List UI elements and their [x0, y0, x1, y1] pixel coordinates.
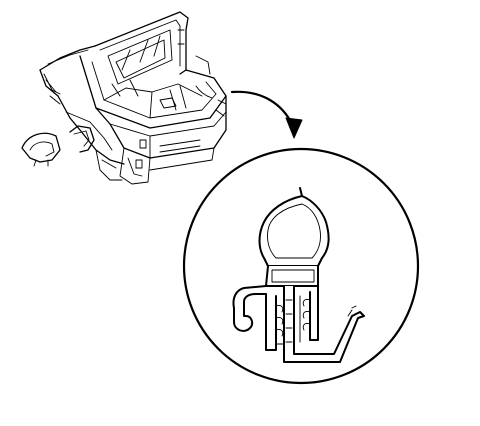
- roof-line: [39, 45, 96, 71]
- fuel-door: [69, 125, 95, 153]
- quarter-panel: [57, 95, 125, 165]
- fins-left: [275, 305, 284, 337]
- vehicle-rear-view: [21, 11, 227, 185]
- weatherstrip-seal: [232, 187, 365, 363]
- channel-left-leg: [265, 293, 277, 351]
- bulb-inner: [267, 203, 321, 259]
- trunk-lid-outer: [94, 11, 189, 75]
- callout-arrow: [230, 90, 303, 139]
- arrow-head: [285, 117, 303, 139]
- detail-view: [182, 147, 420, 385]
- fins-right: [302, 299, 311, 331]
- left-retainer-hook: [232, 285, 267, 332]
- rear-window-left: [39, 69, 59, 97]
- channel-right-leg: [309, 285, 319, 341]
- wheel-arch-panel: [21, 132, 61, 163]
- seal-body: [265, 265, 319, 287]
- trunk-lid-inner: [99, 19, 181, 67]
- pinch-weld-flange: [283, 285, 365, 363]
